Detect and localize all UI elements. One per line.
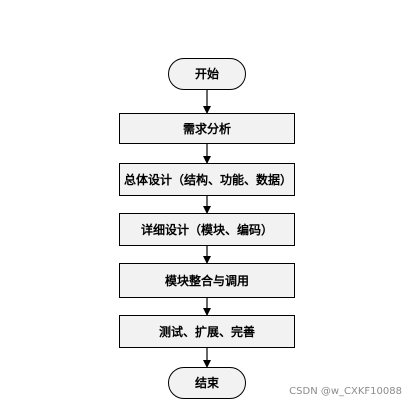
- end-node-label: 结束: [194, 376, 219, 390]
- watermark-text: CSDN @w_CXKF10088: [289, 386, 402, 397]
- step-testing: 测试、扩展、完善: [119, 315, 295, 348]
- start-node-label: 开始: [194, 67, 219, 81]
- step-module-integration: 模块整合与调用: [119, 263, 295, 298]
- step-testing-label: 测试、扩展、完善: [158, 324, 255, 339]
- end-node: 结束: [168, 367, 246, 399]
- step-requirements-analysis: 需求分析: [119, 113, 295, 144]
- step-module-integration-label: 模块整合与调用: [164, 273, 249, 288]
- start-node: 开始: [168, 58, 246, 90]
- step-overall-design: 总体设计（结构、功能、数据）: [119, 163, 295, 196]
- step-detailed-design: 详细设计（模块、编码）: [119, 213, 295, 246]
- step-requirements-analysis-label: 需求分析: [182, 121, 231, 136]
- step-overall-design-label: 总体设计（结构、功能、数据）: [124, 172, 293, 187]
- step-detailed-design-label: 详细设计（模块、编码）: [140, 222, 273, 237]
